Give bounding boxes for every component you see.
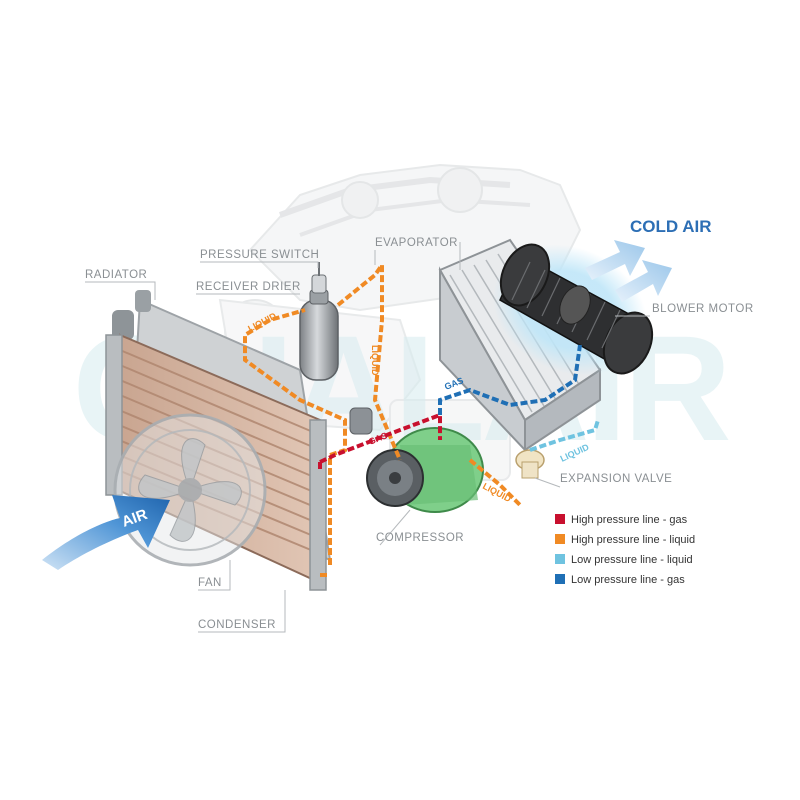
legend-swatch-4 <box>555 574 565 584</box>
receiver-drier <box>299 289 339 381</box>
pipe-high-pressure-gas <box>318 412 442 470</box>
blower-motor <box>492 243 654 376</box>
legend-swatch-1 <box>555 514 565 524</box>
pipe-label-liquid-2: LIQUID <box>370 345 380 376</box>
pipe-low-pressure-gas <box>438 344 582 415</box>
legend-label-2: High pressure line - liquid <box>571 534 695 546</box>
expansion-valve <box>515 449 545 479</box>
callouts <box>85 242 650 633</box>
legend: High pressure line - gas High pressure l… <box>555 514 695 586</box>
pipe-low-pressure-liquid <box>529 419 600 452</box>
compressor <box>349 407 484 513</box>
label-evaporator: EVAPORATOR <box>375 237 458 249</box>
air-arrow: AIR <box>42 495 170 570</box>
legend-swatch-3 <box>555 554 565 564</box>
label-radiator: RADIATOR <box>85 269 147 281</box>
label-pressure-switch: PRESSURE SWITCH <box>200 249 319 261</box>
label-blower-motor: BLOWER MOTOR <box>652 303 754 315</box>
cold-air-arrows <box>585 240 672 302</box>
label-condenser: CONDENSER <box>198 619 276 631</box>
fan <box>113 413 267 567</box>
condenser <box>105 333 327 591</box>
legend-swatch-2 <box>555 534 565 544</box>
cold-air-label: COLD AIR <box>630 217 712 236</box>
pipe-high-pressure-liquid <box>243 258 522 577</box>
label-fan: FAN <box>198 577 222 589</box>
legend-label-3: Low pressure line - liquid <box>571 554 693 566</box>
label-receiver-drier: RECEIVER DRIER <box>196 281 301 293</box>
legend-label-4: Low pressure line - gas <box>571 574 685 586</box>
label-compressor: COMPRESSOR <box>376 532 464 544</box>
pressure-switch <box>311 262 327 294</box>
label-expansion-valve: EXPANSION VALVE <box>560 473 672 485</box>
legend-label-1: High pressure line - gas <box>571 514 688 526</box>
